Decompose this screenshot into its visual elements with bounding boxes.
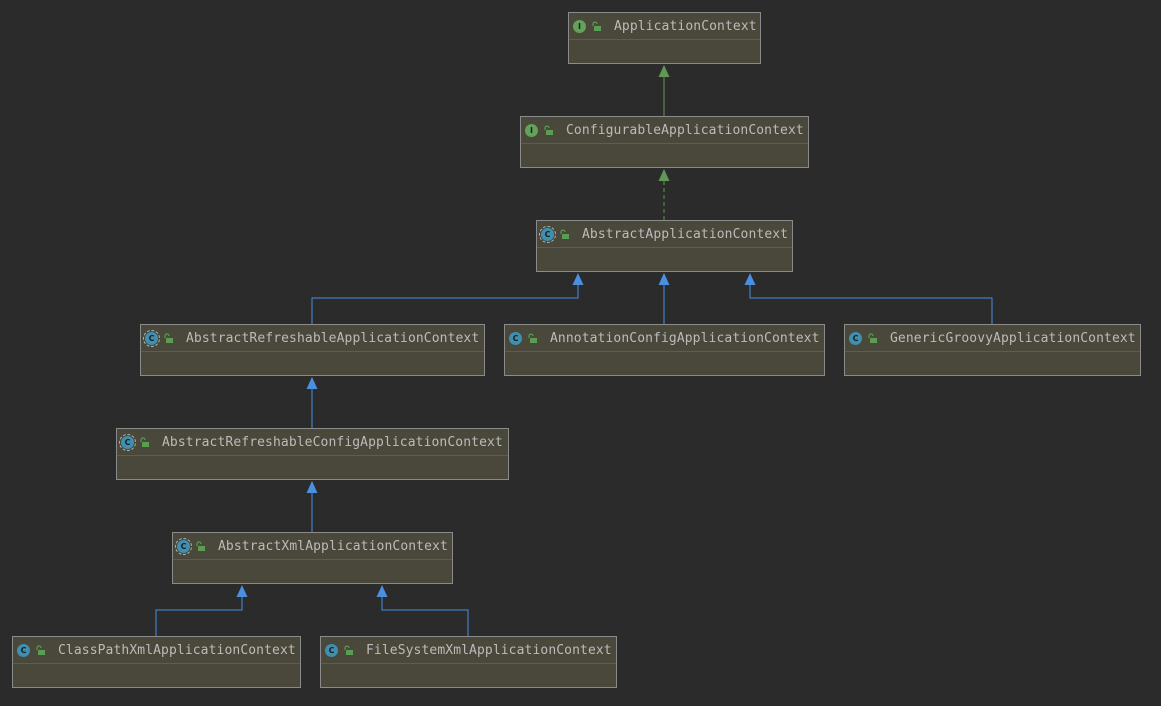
node-label: ConfigurableApplicationContext — [566, 122, 804, 138]
edge-refreshable-to-abstract — [311, 284, 579, 324]
arrowhead-icon — [236, 585, 248, 597]
interface-icon: I — [525, 123, 538, 137]
node-label: AbstractRefreshableConfigApplicationCont… — [162, 434, 503, 450]
arrowhead-icon — [744, 273, 756, 285]
abstract-class-icon: C — [119, 433, 136, 451]
arrowhead-icon — [658, 273, 670, 285]
node-file-system-xml-application-context[interactable]: C FileSystemXmlApplicationContext — [320, 636, 617, 688]
node-label: GenericGroovyApplicationContext — [890, 330, 1136, 346]
node-label: ClassPathXmlApplicationContext — [58, 642, 296, 658]
node-application-context[interactable]: I ApplicationContext — [568, 12, 761, 64]
node-label: AnnotationConfigApplicationContext — [550, 330, 820, 346]
lock-open-icon — [868, 332, 877, 343]
node-class-path-xml-application-context[interactable]: C ClassPathXmlApplicationContext — [12, 636, 301, 688]
arrowhead-icon — [306, 377, 318, 389]
node-abstract-refreshable-config-application-context[interactable]: C AbstractRefreshableConfigApplicationCo… — [116, 428, 509, 480]
node-label: ApplicationContext — [614, 18, 757, 34]
arrowhead-icon — [658, 169, 670, 181]
arrowhead-icon — [306, 481, 318, 493]
arrowhead-icon — [376, 585, 388, 597]
lock-open-icon — [36, 644, 45, 655]
lock-open-icon — [196, 540, 205, 551]
interface-icon: I — [573, 19, 586, 33]
node-abstract-refreshable-application-context[interactable]: C AbstractRefreshableApplicationContext — [140, 324, 485, 376]
node-generic-groovy-application-context[interactable]: C GenericGroovyApplicationContext — [844, 324, 1141, 376]
abstract-class-icon: C — [143, 329, 160, 347]
class-icon: C — [325, 643, 338, 657]
lock-open-icon — [164, 332, 173, 343]
node-abstract-application-context[interactable]: C AbstractApplicationContext — [536, 220, 793, 272]
arrowhead-icon — [658, 65, 670, 77]
lock-open-icon — [592, 20, 601, 31]
lock-open-icon — [344, 644, 353, 655]
abstract-class-icon: C — [539, 225, 556, 243]
lock-open-icon — [528, 332, 537, 343]
node-label: AbstractXmlApplicationContext — [218, 538, 448, 554]
class-icon: C — [509, 331, 522, 345]
lock-open-icon — [560, 228, 569, 239]
node-annotation-config-application-context[interactable]: C AnnotationConfigApplicationContext — [504, 324, 825, 376]
edge-classpath-to-xml — [155, 596, 243, 636]
node-label: AbstractApplicationContext — [582, 226, 789, 242]
arrowhead-icon — [572, 273, 584, 285]
edge-groovy-to-abstract — [749, 284, 993, 324]
abstract-class-icon: C — [175, 537, 192, 555]
lock-open-icon — [140, 436, 149, 447]
class-icon: C — [17, 643, 30, 657]
edge-filesystem-to-xml — [381, 596, 469, 636]
lock-open-icon — [544, 124, 553, 135]
class-icon: C — [849, 331, 862, 345]
node-label: FileSystemXmlApplicationContext — [366, 642, 612, 658]
node-abstract-xml-application-context[interactable]: C AbstractXmlApplicationContext — [172, 532, 453, 584]
node-label: AbstractRefreshableApplicationContext — [186, 330, 480, 346]
node-configurable-application-context[interactable]: I ConfigurableApplicationContext — [520, 116, 809, 168]
